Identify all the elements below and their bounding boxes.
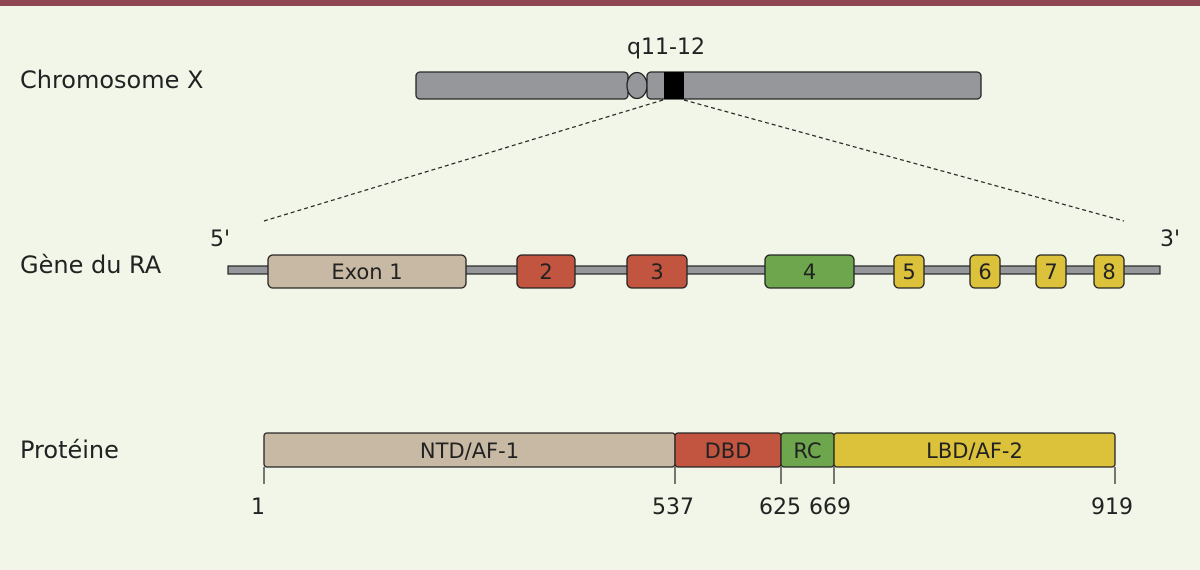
band-label: q11-12 (627, 35, 705, 60)
exon-box (626, 254, 688, 289)
exon-2: 2 (516, 254, 576, 289)
exon-box (1035, 254, 1067, 289)
exon-label: 6 (978, 260, 991, 284)
exon-label: 4 (803, 260, 816, 284)
domain-rc: RC (780, 432, 835, 468)
exon-box (1093, 254, 1125, 289)
zoom-line-right (683, 99, 1125, 222)
domain-lbd-af-2: LBD/AF-2 (833, 432, 1116, 468)
centromere (626, 71, 648, 100)
domain-label: NTD/AF-1 (420, 439, 519, 463)
position-label: 1 (251, 495, 265, 520)
domain-label: LBD/AF-2 (926, 439, 1023, 463)
exon-label: 5 (902, 260, 915, 284)
gene-5-prime: 5' (210, 227, 230, 252)
zoom-line-left (263, 99, 664, 222)
domain-ntd-af-1: NTD/AF-1 (263, 432, 676, 468)
gene-backbone (227, 265, 1161, 275)
exon-label: 2 (539, 260, 552, 284)
label-chromosome: Chromosome X (20, 66, 204, 94)
exon-6: 6 (969, 254, 1001, 289)
exon-5: 5 (893, 254, 925, 289)
chromosome: q11-12 (415, 35, 982, 100)
chromosome-p-arm (415, 71, 629, 100)
domain-label: DBD (705, 439, 752, 463)
label-gene: Gène du RA (20, 251, 162, 279)
gene: 5' 3' Exon 1 2 3 4 5 6 7 8 (210, 227, 1180, 289)
exon-label: 8 (1102, 260, 1115, 284)
exon-label: Exon 1 (331, 260, 402, 284)
exon-box (516, 254, 576, 289)
exon-4: 4 (764, 254, 855, 289)
top-accent-bar (0, 0, 1200, 6)
exon-box (764, 254, 855, 289)
protein-positions: 1 537 625 669 919 (251, 467, 1133, 520)
domain-box (833, 432, 1116, 468)
exon-box (893, 254, 925, 289)
exon-box (267, 254, 467, 289)
position-label: 625 (759, 495, 801, 520)
label-protein: Protéine (20, 436, 119, 464)
exon-7: 7 (1035, 254, 1067, 289)
exons: Exon 1 2 3 4 5 6 7 8 (267, 254, 1125, 289)
exon-3: 3 (626, 254, 688, 289)
position-label: 537 (652, 495, 694, 520)
gene-3-prime: 3' (1160, 227, 1180, 252)
position-label: 669 (809, 495, 851, 520)
position-label: 919 (1091, 495, 1133, 520)
exon-box (969, 254, 1001, 289)
domain-dbd: DBD (674, 432, 782, 468)
protein-domains: NTD/AF-1 DBD RC LBD/AF-2 (263, 432, 1116, 468)
exon-1: Exon 1 (267, 254, 467, 289)
exon-label: 7 (1044, 260, 1057, 284)
protein: NTD/AF-1 DBD RC LBD/AF-2 1 537 625 669 919 (251, 432, 1133, 520)
exon-8: 8 (1093, 254, 1125, 289)
chromosome-q-arm (646, 71, 982, 100)
chromosome-band-q11-12 (664, 72, 684, 99)
domain-label: RC (793, 439, 821, 463)
exon-label: 3 (650, 260, 663, 284)
